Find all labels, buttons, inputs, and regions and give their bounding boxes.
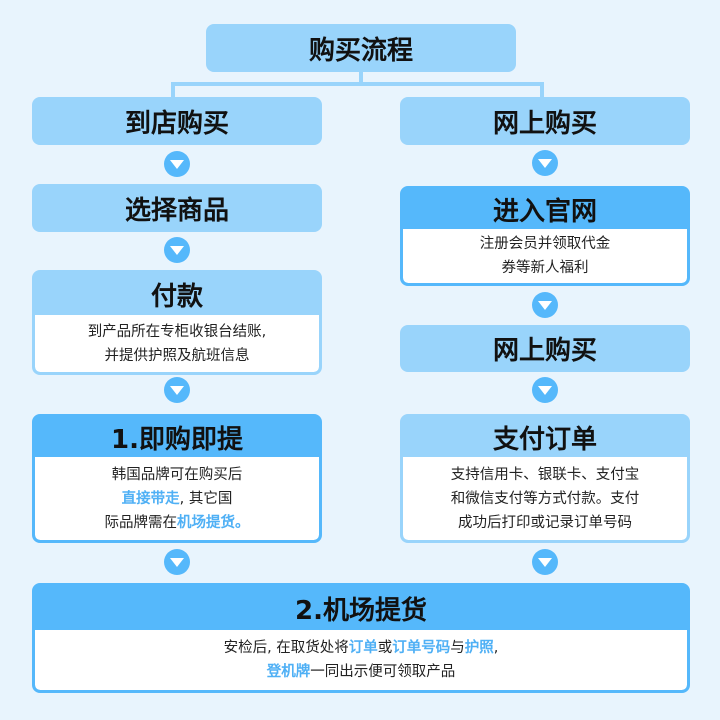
connector — [171, 82, 175, 97]
step-title: 进入官网 — [492, 196, 597, 227]
down-arrow-icon — [164, 237, 190, 263]
body-line: 和微信支付等方式付款。支付 — [450, 490, 640, 507]
body-text: 与 — [450, 640, 465, 656]
connector — [171, 82, 544, 86]
step-title: 付款 — [150, 281, 203, 312]
page-title: 购买流程 — [308, 35, 413, 66]
connector — [359, 72, 363, 84]
down-arrow-icon — [164, 549, 190, 575]
branch-store: 到店购买 — [32, 97, 322, 145]
body-line: 直接带走, 其它国 — [122, 487, 233, 511]
body-text: , — [493, 640, 499, 656]
highlight-text: 护照 — [464, 640, 494, 656]
body-line: 支持信用卡、银联卡、支付宝 — [450, 466, 640, 483]
body-line: 券等新人福利 — [501, 260, 589, 276]
body-line: 注册会员并领取代金 — [479, 236, 611, 252]
step-body: 注册会员并领取代金 券等新人福利 — [403, 229, 687, 283]
step-label: 选择商品 — [124, 195, 229, 226]
body-line: 登机牌一同出示便可领取产品 — [267, 660, 456, 684]
down-arrow-icon — [164, 151, 190, 177]
step-airport-pickup: 2.机场提货 安检后, 在取货处将订单或订单号码与护照, 登机牌一同出示便可领取… — [32, 583, 690, 693]
down-arrow-icon — [532, 292, 558, 318]
step-body: 到产品所在专柜收银台结账, 并提供护照及航班信息 — [35, 315, 319, 372]
step-body: 安检后, 在取货处将订单或订单号码与护照, 登机牌一同出示便可领取产品 — [35, 630, 687, 690]
down-arrow-icon — [164, 377, 190, 403]
body-text: 一同出示便可领取产品 — [310, 664, 456, 680]
step-enter-website: 进入官网 注册会员并领取代金 券等新人福利 — [400, 186, 690, 286]
highlight-text: 登机牌 — [266, 664, 311, 680]
down-arrow-icon — [532, 377, 558, 403]
body-line: 成功后打印或记录订单号码 — [458, 514, 632, 531]
body-text: , 其它国 — [179, 490, 233, 507]
branch-label: 到店购买 — [124, 108, 229, 139]
step-title: 支付订单 — [492, 424, 597, 455]
branch-online: 网上购买 — [400, 97, 690, 145]
step-label: 网上购买 — [492, 336, 597, 366]
step-title: 2.机场提货 — [295, 595, 427, 626]
down-arrow-icon — [532, 150, 558, 176]
highlight-text: 订单 — [348, 640, 378, 656]
highlight-text: 机场提货。 — [177, 514, 250, 531]
branch-label: 网上购买 — [492, 108, 597, 139]
step-online-purchase: 网上购买 — [400, 325, 690, 372]
body-line: 并提供护照及航班信息 — [104, 347, 250, 364]
step-instant-pickup: 1.即购即提 韩国品牌可在购买后 直接带走, 其它国 际品牌需在机场提货。 — [32, 414, 322, 543]
connector — [540, 82, 544, 97]
step-select-goods: 选择商品 — [32, 184, 322, 232]
highlight-text: 直接带走 — [121, 490, 180, 507]
body-line: 安检后, 在取货处将订单或订单号码与护照, — [224, 636, 499, 660]
body-line: 韩国品牌可在购买后 — [111, 466, 243, 483]
step-body: 韩国品牌可在购买后 直接带走, 其它国 际品牌需在机场提货。 — [35, 457, 319, 540]
step-body: 支持信用卡、银联卡、支付宝 和微信支付等方式付款。支付 成功后打印或记录订单号码 — [403, 457, 687, 540]
down-arrow-icon — [532, 549, 558, 575]
title-box: 购买流程 — [206, 24, 516, 72]
body-line: 际品牌需在机场提货。 — [105, 511, 250, 535]
body-text: 安检后, 在取货处将 — [223, 640, 349, 656]
highlight-text: 订单号码 — [392, 640, 451, 656]
step-title: 1.即购即提 — [111, 424, 243, 455]
step-pay-order: 支付订单 支持信用卡、银联卡、支付宝 和微信支付等方式付款。支付 成功后打印或记… — [400, 414, 690, 543]
step-payment: 付款 到产品所在专柜收银台结账, 并提供护照及航班信息 — [32, 270, 322, 375]
body-text: 际品牌需在 — [104, 514, 178, 531]
body-line: 到产品所在专柜收银台结账, — [87, 323, 267, 340]
body-text: 或 — [377, 640, 393, 656]
